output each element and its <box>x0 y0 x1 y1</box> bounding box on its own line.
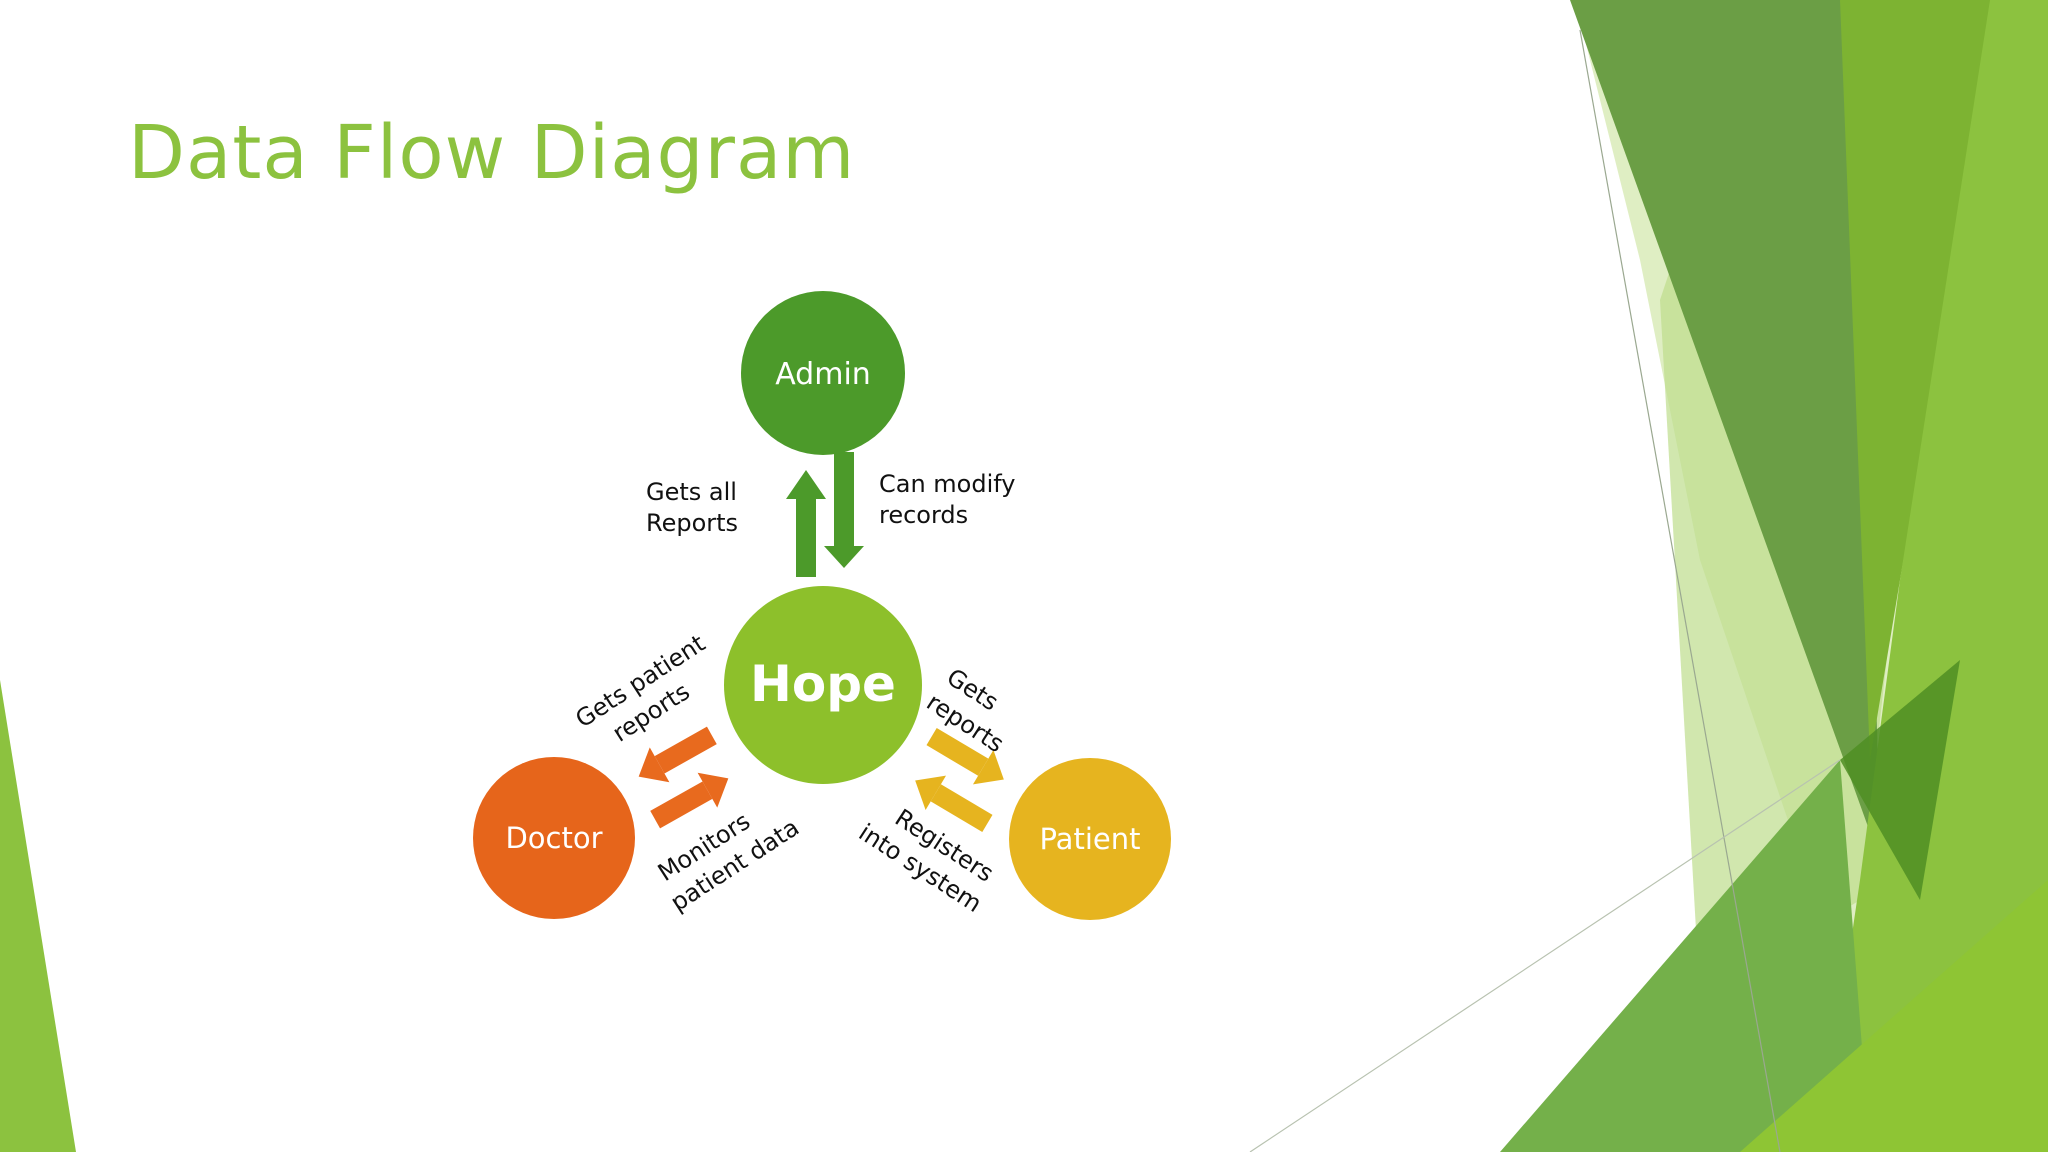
bg-facet-olive <box>1570 0 1880 860</box>
flow-label-can-modify-1: Can modify <box>879 470 1016 498</box>
slide-title: Data Flow Diagram <box>128 110 856 196</box>
left-edge-accent <box>0 680 76 1152</box>
bg-facet-mid <box>1500 760 1870 1152</box>
arrow-doctor-gets-reports <box>638 726 717 783</box>
arrow-admin-modify-records <box>824 452 864 568</box>
bg-thin-line-1 <box>1579 29 1781 1152</box>
node-hope-label: Hope <box>750 655 896 713</box>
bg-facet-dark <box>1840 660 1960 900</box>
bg-thin-line-2 <box>1249 759 1841 1152</box>
node-admin-label: Admin <box>775 357 871 392</box>
arrow-doctor-monitors-data <box>650 772 729 829</box>
bg-facet-bottom <box>1740 880 2048 1152</box>
arrow-patient-gets-reports <box>926 727 1004 785</box>
bg-facet-lime <box>1820 0 2048 1152</box>
flow-label-gets-all-reports-2: Reports <box>646 509 738 537</box>
node-admin: Admin <box>741 291 905 455</box>
node-doctor-label: Doctor <box>505 821 602 855</box>
arrow-patient-registers <box>915 775 993 833</box>
flow-label-can-modify-2: records <box>879 501 968 529</box>
flow-label-gets-all-reports-1: Gets all <box>646 478 737 506</box>
node-hope: Hope <box>724 586 922 784</box>
node-patient: Patient <box>1009 758 1171 920</box>
bg-facet-green <box>1840 0 2000 760</box>
node-patient-label: Patient <box>1040 822 1141 856</box>
node-doctor: Doctor <box>473 757 635 919</box>
arrow-admin-gets-reports <box>786 470 826 577</box>
